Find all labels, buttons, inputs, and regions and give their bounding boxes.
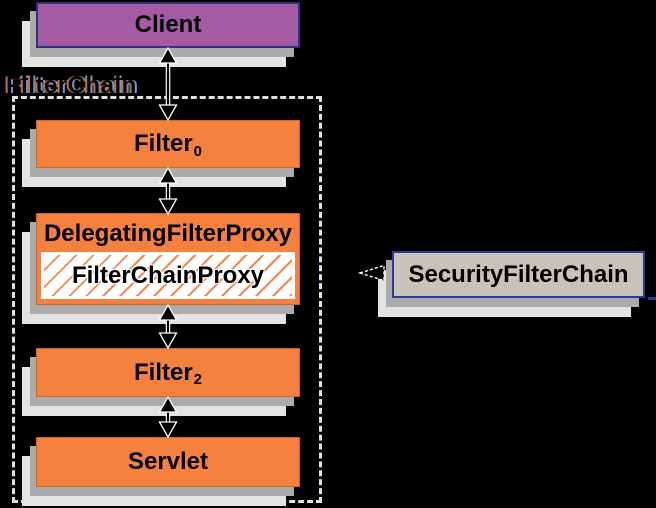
filter-chain-proxy-hatch: FilterChainProxy (44, 255, 292, 296)
filter0-label: Filter (133, 130, 193, 157)
delegating-filter-proxy-node: DelegatingFilterProxy FilterChainProxy (36, 213, 300, 305)
security-filter-chain-node: SecurityFilterChain (392, 251, 645, 298)
servlet-label: Servlet (127, 448, 209, 475)
filterchain-label: FilterChain (6, 72, 137, 99)
client-node: Client (36, 2, 300, 48)
filter2-subscript: 2 (193, 371, 203, 388)
delegating-filter-proxy-label: DelegatingFilterProxy (43, 219, 293, 247)
security-filter-chain-label: SecurityFilterChain (408, 260, 629, 288)
filter2-label: Filter (133, 358, 193, 386)
filter0-delegatingfilterproxy-double-arrow-icon (158, 167, 178, 215)
securityfilterchain-left-arrowhead-icon (357, 264, 385, 282)
filter-chain-proxy-node: FilterChainProxy (41, 252, 295, 299)
filter0-subscript: 0 (193, 142, 203, 160)
client-label: Client (134, 11, 202, 38)
security-filter-chain-shadow-edge (648, 297, 656, 300)
client-filter0-double-arrow-icon (158, 47, 178, 121)
servlet-node: Servlet (36, 437, 300, 487)
filter-chain-proxy-label: FilterChainProxy (71, 261, 265, 289)
filter2-servlet-double-arrow-icon (158, 396, 178, 438)
delegatingfilterproxy-filter2-double-arrow-icon (158, 304, 178, 349)
